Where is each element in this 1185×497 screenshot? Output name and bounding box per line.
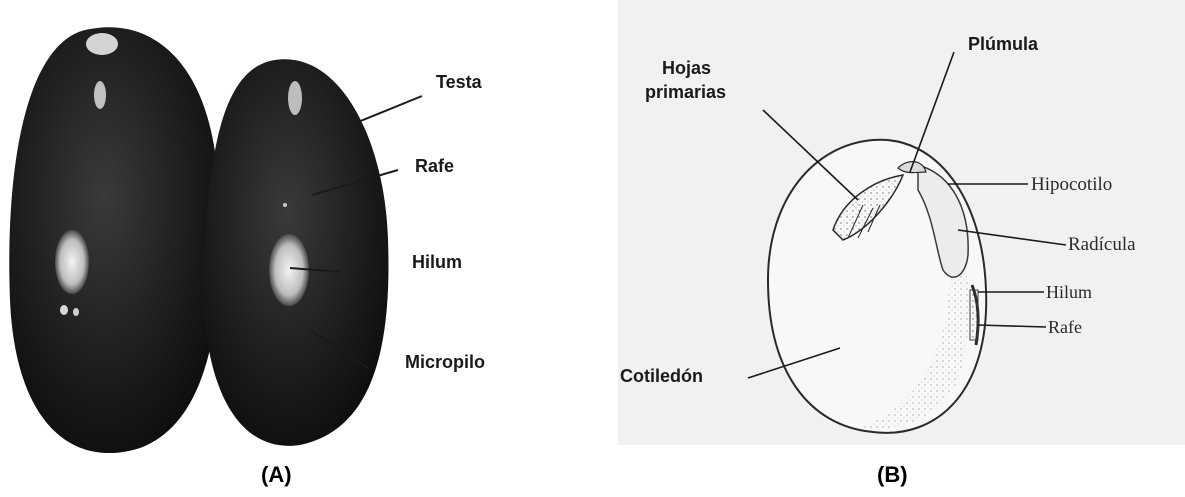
label-testa: Testa xyxy=(436,72,483,92)
leader-testa xyxy=(358,96,422,122)
hilum-left xyxy=(55,230,89,294)
label-rafe: Rafe xyxy=(415,156,454,176)
seed-left xyxy=(9,27,220,453)
label-micropilo: Micropilo xyxy=(405,352,485,372)
label-hojas: Hojas xyxy=(662,58,711,78)
label-plumula: Plúmula xyxy=(968,34,1039,54)
caption-a: (A) xyxy=(261,462,292,488)
panel-a-seed-photo: Testa Rafe Hilum Micropilo xyxy=(0,0,560,460)
label-radicula: Radícula xyxy=(1068,234,1136,255)
panel-a-figure: Testa Rafe Hilum Micropilo xyxy=(0,0,560,460)
panel-b-figure: Hojas primarias Plúmula Hipocotilo Radíc… xyxy=(618,0,1185,445)
label-hipocotilo: Hipocotilo xyxy=(1031,174,1112,195)
label-cotiledon: Cotiledón xyxy=(620,366,703,386)
caption-b: (B) xyxy=(877,462,908,488)
seed-right xyxy=(204,59,389,446)
label-hilum-b: Hilum xyxy=(1046,282,1092,302)
label-rafe-b: Rafe xyxy=(1048,317,1082,337)
label-hilum: Hilum xyxy=(412,252,462,272)
label-primarias: primarias xyxy=(645,82,726,102)
panel-b-seed-diagram: Hojas primarias Plúmula Hipocotilo Radíc… xyxy=(618,0,1185,445)
